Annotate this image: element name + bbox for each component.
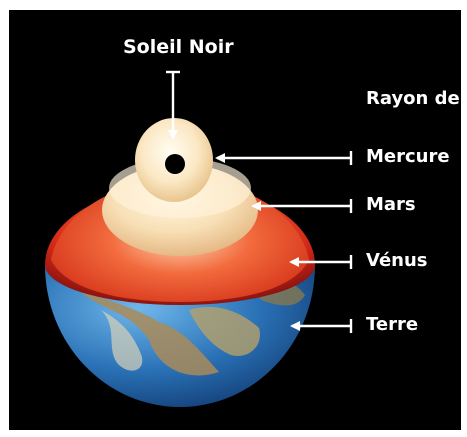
- rayon-de-label: Rayon de: [366, 90, 460, 108]
- mercure-label: Mercure: [366, 148, 450, 166]
- black-sun-core: [165, 154, 185, 174]
- soleil-noir-label: Soleil Noir: [123, 38, 234, 57]
- mars-label: Mars: [366, 196, 416, 214]
- terre-label: Terre: [366, 316, 418, 334]
- venus-label: Vénus: [366, 252, 428, 270]
- diagram-canvas: Soleil Noir Rayon de Mercure Mars Vénus …: [9, 10, 461, 430]
- nested-spheres-illustration: [9, 10, 461, 430]
